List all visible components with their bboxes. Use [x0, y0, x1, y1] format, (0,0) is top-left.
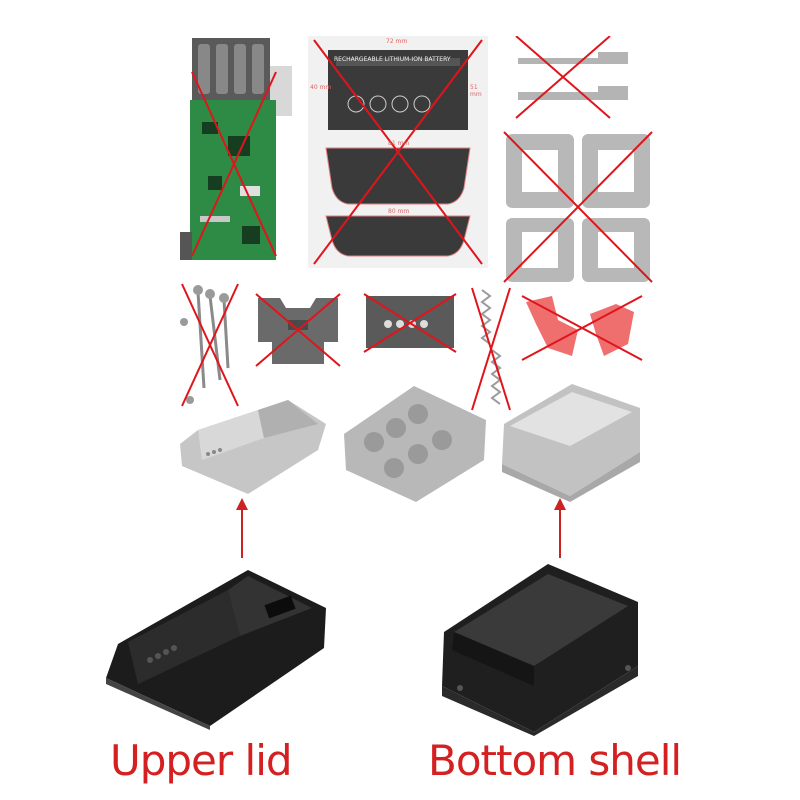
- dimension-top: 72 mm: [386, 38, 408, 45]
- bottom-shell-icon: [442, 564, 638, 736]
- arrow-up-left: [234, 498, 250, 558]
- dimension-bottom: 80 mm: [388, 208, 410, 215]
- screw-spring-icon: [180, 283, 239, 407]
- bottom-shell-preview-icon: [502, 384, 640, 502]
- bottom-shell-photo: [438, 556, 644, 736]
- upper-lid-icon: [106, 570, 326, 730]
- bottom-shell-label: Bottom shell: [428, 736, 682, 785]
- dimension-left: 40 mm: [310, 84, 332, 91]
- cell-holder-preview: [334, 380, 496, 504]
- sticker-heading: RECHARGEABLE LITHIUM-ION BATTERY: [334, 56, 451, 63]
- spring-icon: [471, 287, 511, 411]
- upper-lid-photo: [98, 560, 334, 730]
- nickel-strip-icon: [503, 36, 653, 283]
- plastic-bracket: [250, 290, 346, 370]
- panel-plate: [360, 290, 460, 356]
- upper-lid-preview-icon: [180, 400, 326, 494]
- bracket-icon: [255, 293, 341, 367]
- upper-lid-label: Upper lid: [110, 736, 293, 785]
- label-sticker-sheet: RECHARGEABLE LITHIUM-ION BATTERY 72 mm 4…: [308, 36, 488, 268]
- screws: [172, 280, 248, 410]
- panel-plate-icon: [363, 293, 457, 353]
- arrow-up-icon: [236, 498, 248, 558]
- springs: [468, 284, 514, 414]
- bottom-shell-preview: [496, 374, 646, 504]
- arrow-up-right: [552, 498, 568, 558]
- upper-lid-preview: [168, 390, 332, 500]
- connector-clip-icon: [521, 295, 643, 361]
- cell-holder-icon: [344, 386, 486, 502]
- dimension-right: 51 mm: [470, 84, 482, 98]
- nickel-strips: [498, 36, 658, 286]
- pcb-board: [180, 36, 300, 266]
- connector-clips: [518, 290, 646, 366]
- label-sticker-icon: [308, 36, 488, 268]
- pcb-board-icon: [180, 38, 292, 260]
- dimension-mid: 81 mm: [388, 140, 410, 147]
- arrow-up-icon: [554, 498, 566, 558]
